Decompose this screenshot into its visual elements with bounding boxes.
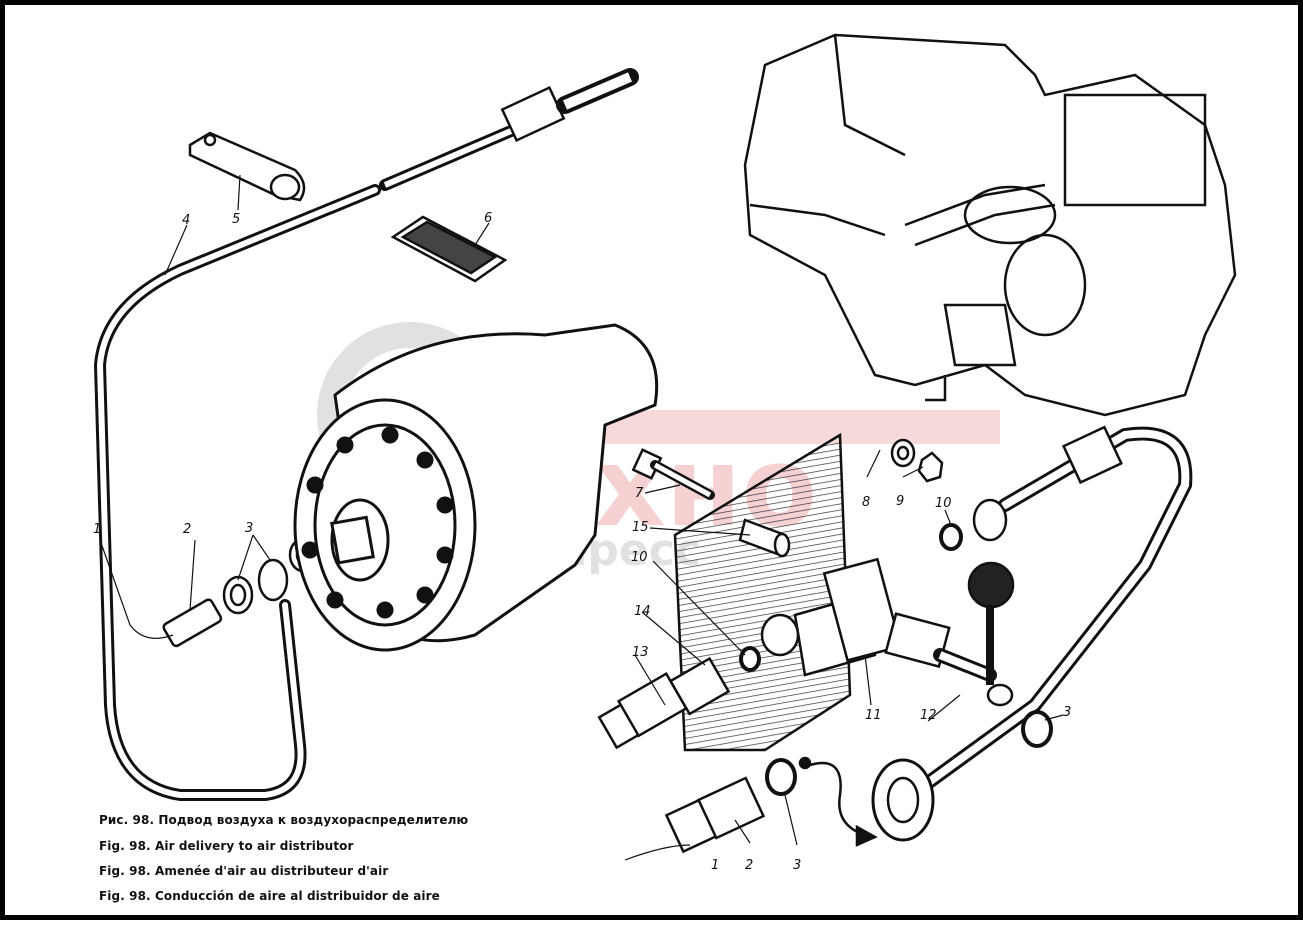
callout-3-bottom: 3 — [793, 858, 801, 873]
callouts: 1 2 3 4 5 6 7 8 9 10 10 11 12 13 14 15 3… — [93, 211, 1071, 873]
callout-1-left: 1 — [93, 522, 101, 537]
spacer-15 — [738, 518, 791, 558]
callout-9: 9 — [896, 494, 904, 509]
compressor — [293, 323, 659, 652]
clip-5 — [188, 131, 306, 202]
callout-15: 15 — [632, 520, 649, 535]
callout-2-left: 2 — [183, 522, 191, 537]
callout-14: 14 — [634, 604, 651, 619]
callout-7: 7 — [635, 486, 644, 501]
callout-2-bottom: 2 — [745, 858, 753, 873]
washers-nut — [739, 438, 963, 672]
pipe-12 — [871, 425, 1193, 842]
callout-10-right: 10 — [935, 496, 952, 511]
callout-11: 11 — [865, 708, 882, 723]
callout-10-left: 10 — [631, 550, 648, 565]
callout-8: 8 — [862, 495, 870, 510]
fitting-13-14 — [597, 656, 731, 750]
strip-6 — [390, 215, 508, 283]
callout-13: 13 — [632, 645, 649, 660]
caption-es: Fig. 98. Conducción de aire al distribui… — [99, 889, 440, 903]
engine-block — [743, 33, 1237, 417]
leader-lines — [99, 174, 1064, 861]
callout-4: 4 — [182, 213, 190, 228]
callout-6: 6 — [484, 211, 492, 226]
callout-12: 12 — [920, 708, 937, 723]
caption-fr: Fig. 98. Amenée d'air au distributeur d'… — [99, 864, 389, 878]
caption-en: Fig. 98. Air delivery to air distributor — [99, 839, 354, 853]
exploded-diagram: Техно экспресс — [93, 33, 1237, 873]
fittings-bottom — [664, 756, 878, 854]
callout-5: 5 — [232, 212, 240, 227]
caption-ru: Рис. 98. Подвод воздуха к воздухораспред… — [99, 813, 469, 827]
pipe-4 — [93, 68, 639, 801]
callout-3-left: 3 — [245, 521, 253, 536]
callout-3-right: 3 — [1063, 705, 1071, 720]
callout-1-bottom: 1 — [711, 858, 719, 873]
bolt-7 — [631, 448, 715, 500]
cross-fitting-11 — [760, 557, 1015, 707]
